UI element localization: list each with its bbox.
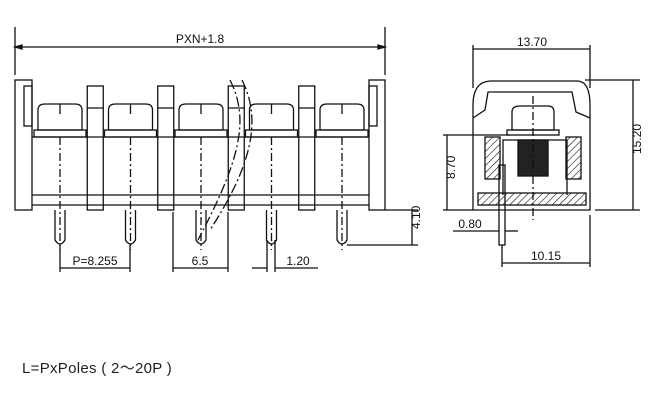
dim-side-height: 15.20 <box>630 124 644 154</box>
dim-pin-thickness: 0.80 <box>458 217 482 231</box>
dim-pin-length: 4.10 <box>409 205 423 229</box>
washer <box>174 129 228 138</box>
screw-head <box>37 103 83 131</box>
pin <box>124 210 137 245</box>
pin <box>195 210 207 245</box>
barrier-post <box>86 85 104 211</box>
dim-pitch: P=8.255 <box>72 254 117 268</box>
screws <box>33 103 369 250</box>
dimension-wire-gap: 6.5 <box>172 212 229 272</box>
dimension-pitch: P=8.255 <box>59 245 131 272</box>
side-view: 13.70 15.20 8.70 0.80 <box>443 35 644 267</box>
dimension-height: 15.20 <box>585 79 644 211</box>
dimension-width: 13.70 <box>472 35 591 88</box>
front-view: PXN+1.8 P=8.255 6.5 <box>12 27 423 272</box>
washer <box>315 129 369 138</box>
screw-head <box>248 103 295 131</box>
dim-pin-width: 1.20 <box>286 254 310 268</box>
barrier-posts <box>86 85 316 211</box>
housing-outline <box>472 80 591 211</box>
washer <box>33 129 87 138</box>
dimension-overall-width: PXN+1.8 <box>12 27 388 75</box>
dimension-pin-length: 4.10 <box>347 205 423 246</box>
washer <box>103 129 158 138</box>
dim-side-width: 13.70 <box>517 35 547 49</box>
caption: L=PxPoles ( 2～20P ) <box>22 360 173 377</box>
screw-head <box>319 103 365 131</box>
wire <box>197 79 253 241</box>
dim-wire-gap: 6.5 <box>192 254 209 268</box>
barrier-post <box>227 85 245 211</box>
dim-pin-offset: 10.15 <box>531 249 561 263</box>
barrier-post <box>157 85 175 211</box>
screw-side <box>506 96 560 220</box>
terminal-body <box>14 79 386 211</box>
dim-overall-width: PXN+1.8 <box>176 32 225 46</box>
dimension-body-height: 8.70 <box>443 134 510 211</box>
dimension-pin-width: 1.20 <box>252 240 318 272</box>
screw-head <box>178 103 224 131</box>
dimension-pin-thickness: 0.80 <box>453 217 518 232</box>
screw-head <box>107 103 154 131</box>
dimension-pin-offset: 10.15 <box>501 215 591 267</box>
pin <box>336 210 348 245</box>
dim-body-height: 8.70 <box>444 155 458 179</box>
pin <box>54 210 66 245</box>
washer <box>244 129 299 138</box>
barrier-post <box>298 85 316 211</box>
